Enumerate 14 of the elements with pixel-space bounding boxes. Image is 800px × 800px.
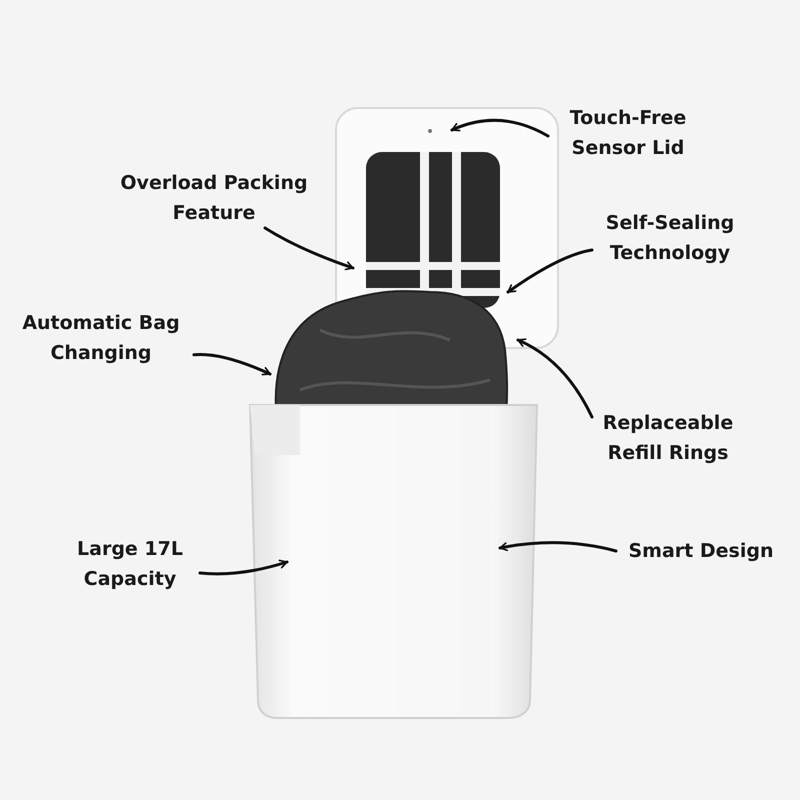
leader-arrow	[498, 541, 618, 552]
leader-arrow	[192, 353, 272, 376]
leader-arrow	[516, 338, 594, 418]
callout-label: Large 17L Capacity	[60, 534, 200, 594]
callout-label: Smart Design	[616, 536, 786, 566]
leader-arrow	[264, 226, 354, 270]
callout-label: Self-Sealing Technology	[592, 208, 748, 268]
callout-label: Replaceable Refill Rings	[592, 408, 744, 468]
callout-label: Touch-Free Sensor Lid	[548, 103, 708, 163]
callout-label: Automatic Bag Changing	[8, 308, 194, 368]
leader-arrow	[506, 248, 594, 294]
leader-arrow	[450, 118, 550, 138]
leader-arrow	[198, 560, 288, 576]
callout-label: Overload Packing Feature	[98, 168, 330, 228]
